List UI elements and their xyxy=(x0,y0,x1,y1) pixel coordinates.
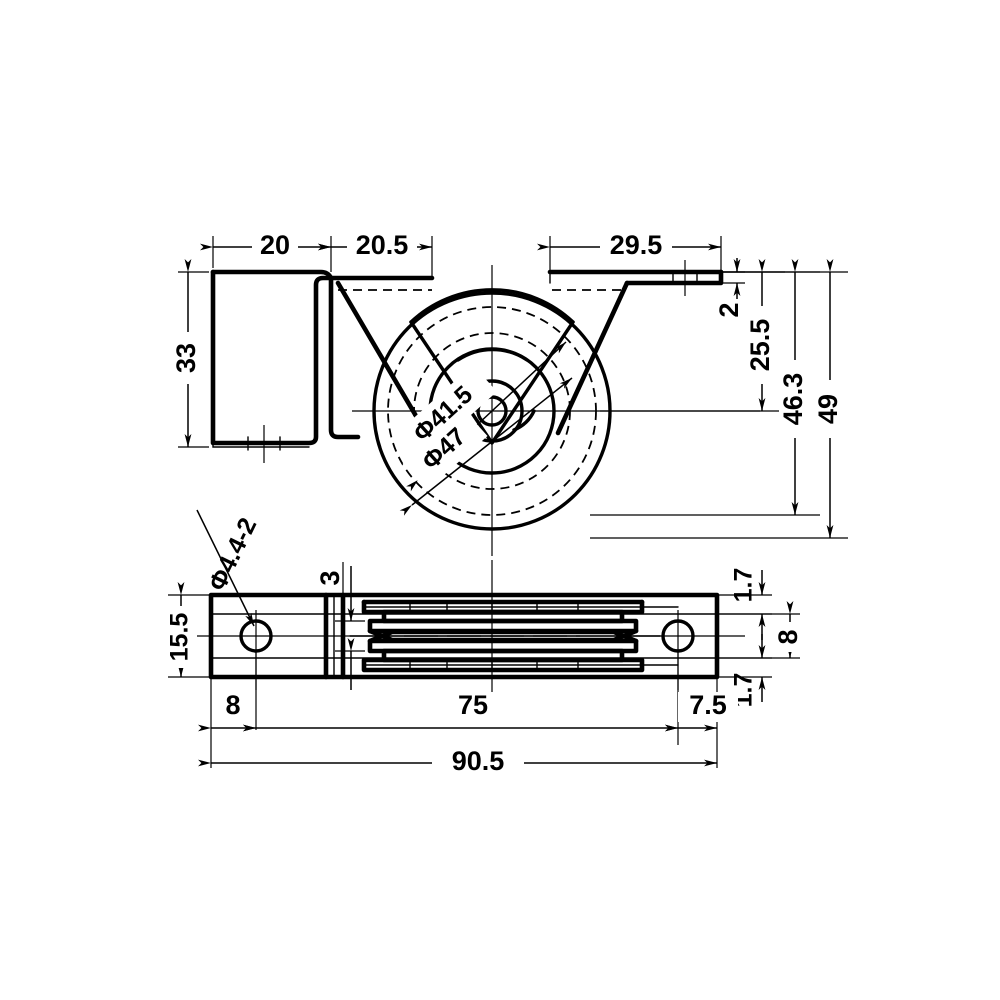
dimension-label-phi-4-4-2: Φ4.4-2 xyxy=(203,513,262,595)
dimension-90-5: 90.5 xyxy=(198,746,717,779)
roller-shoulder-right xyxy=(641,606,679,666)
dimension-label-1-7-top: 1.7 xyxy=(730,568,758,603)
bracket-right-arm-ticks xyxy=(672,260,698,296)
side-plan-view: Φ4.4-2 15.5 3 1.7 xyxy=(165,509,806,779)
dimension-46-3: 46.3 xyxy=(590,259,820,516)
bracket-left-arm xyxy=(210,269,435,448)
side-partition-lines xyxy=(323,592,346,680)
dimension-label-20-5: 20.5 xyxy=(356,230,409,260)
dimension-label-2: 2 xyxy=(714,302,744,317)
dimension-2: 2 xyxy=(714,258,745,318)
dimension-label-8-vertical: 8 xyxy=(773,629,803,644)
dimension-1-7-top: 1.7 xyxy=(717,568,772,640)
dimension-29-5: 29.5 xyxy=(537,230,722,270)
dimension-label-20: 20 xyxy=(260,230,290,260)
dimension-label-29-5: 29.5 xyxy=(610,230,663,260)
dimension-label-46-3: 46.3 xyxy=(778,373,808,426)
dimension-3: 3 xyxy=(315,562,365,690)
dimension-label-3: 3 xyxy=(315,570,345,585)
dimension-33: 33 xyxy=(171,259,209,448)
dimension-label-33: 33 xyxy=(171,343,201,373)
dimension-8-vertical: 8 xyxy=(717,601,806,659)
dimension-label-25-5: 25.5 xyxy=(745,319,775,372)
dimension-49: 49 xyxy=(590,259,848,539)
dimension-phi-4-4-2: Φ4.4-2 xyxy=(196,509,262,627)
dimension-label-49: 49 xyxy=(813,394,843,424)
grooved-roller-profile xyxy=(349,599,661,673)
dimension-label-15-5: 15.5 xyxy=(166,613,194,662)
dimension-25-5: 25.5 xyxy=(600,259,785,412)
bracket-left-arm-ticks xyxy=(247,425,281,463)
dimension-15-5: 15.5 xyxy=(165,582,215,678)
dimension-20-5: 20.5 xyxy=(318,230,433,278)
dimension-8-bottom: 8 xyxy=(198,650,257,768)
bracket-right-arm xyxy=(547,269,724,436)
wheel-hub-detail xyxy=(512,409,536,432)
front-elevation-view: 20 20.5 29.5 33 xyxy=(171,230,848,556)
dimension-label-8-bottom: 8 xyxy=(225,690,240,720)
dimension-7-5: 7.5 xyxy=(665,677,738,768)
dimension-label-90-5: 90.5 xyxy=(452,746,505,776)
dimension-20: 20 xyxy=(200,230,332,272)
dimension-label-75: 75 xyxy=(458,690,488,720)
dimension-75: 75 xyxy=(243,650,679,745)
dimension-label-7-5: 7.5 xyxy=(689,690,727,720)
